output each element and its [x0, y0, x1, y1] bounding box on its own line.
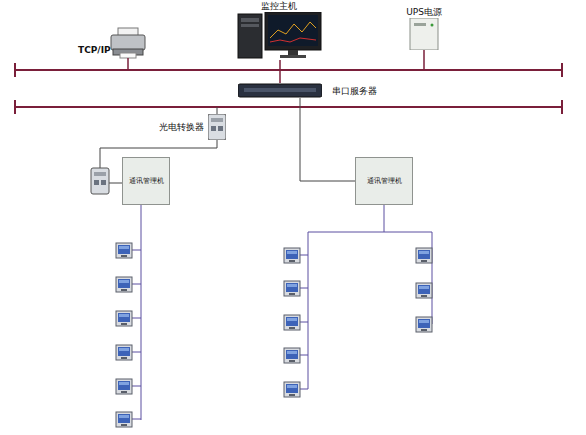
network-label: TCP/IP — [78, 44, 111, 56]
connector — [279, 60, 281, 83]
device-node: UPS电源 — [398, 6, 450, 50]
device-icon — [398, 18, 450, 50]
node-label: UPS电源 — [398, 6, 450, 18]
node-label: 通讯管理机 — [129, 177, 164, 186]
device-node: 监控主机 — [234, 0, 324, 60]
connector — [300, 98, 355, 181]
device-icon — [234, 12, 324, 60]
device-icon — [238, 83, 322, 98]
node-label: 串口服务器 — [332, 85, 377, 97]
device-icon — [208, 114, 226, 140]
device-node: 通讯管理机 — [355, 157, 413, 205]
node-label: 光电转换器 — [159, 121, 204, 133]
device-node: 光电转换器 — [159, 114, 226, 140]
node-label: 通讯管理机 — [367, 177, 402, 186]
node-label: 监控主机 — [234, 0, 324, 12]
device-node: 通讯管理机 — [122, 157, 170, 205]
device-node: 串口服务器 — [238, 83, 377, 98]
